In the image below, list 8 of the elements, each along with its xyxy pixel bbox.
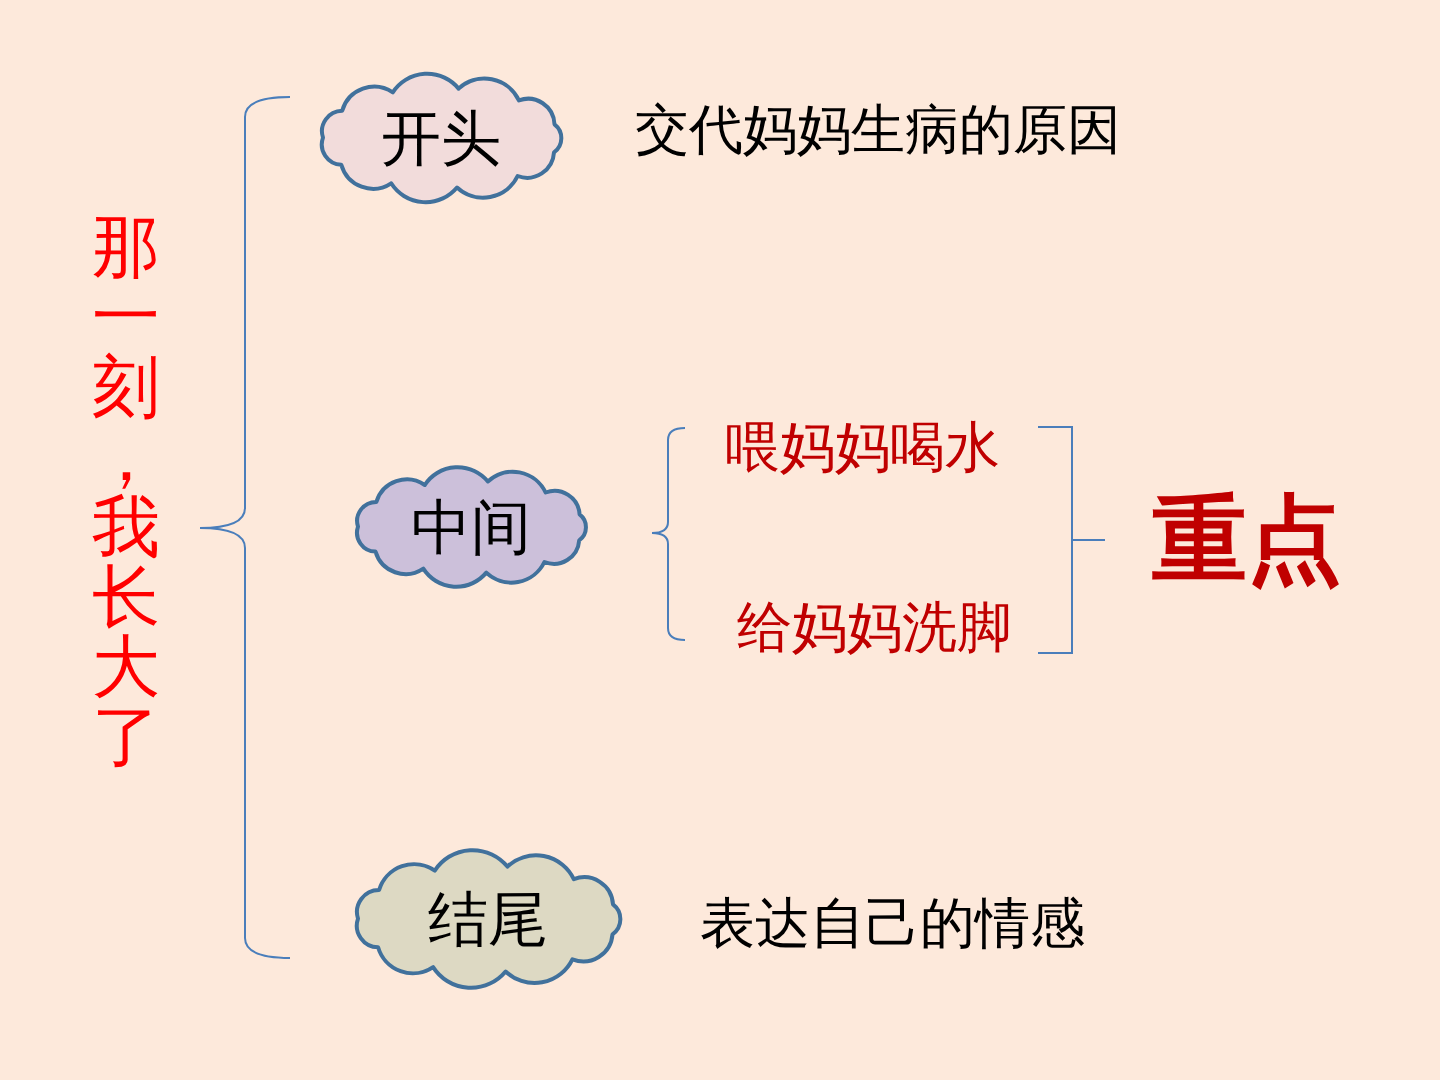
description-text: 表达自己的情感 [700, 896, 1085, 951]
cloud-label: 开头 [381, 108, 501, 168]
list-item-text: 给妈妈洗脚 [737, 600, 1012, 655]
title-text: 那一刻，我长大了 [92, 212, 161, 772]
cloud-label: 中间 [411, 497, 531, 557]
description-text: 交代妈妈生病的原因 [635, 103, 1121, 157]
list-item-text: 喂妈妈喝水 [725, 420, 1000, 475]
cloud-label: 结尾 [428, 889, 548, 949]
